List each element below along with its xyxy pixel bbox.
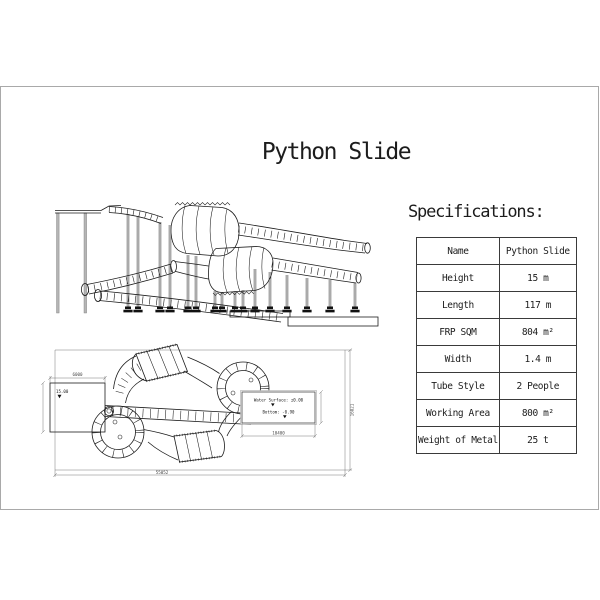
spec-label-cell: Name xyxy=(416,237,500,265)
spec-value-cell: 804 m² xyxy=(498,318,577,346)
side-elevation-drawing xyxy=(55,202,379,327)
pool-bottom-label: Bottom: -0.90 xyxy=(262,409,295,414)
table-row: FRP SQM 804 m² xyxy=(416,318,577,346)
table-row: Tube Style 2 People xyxy=(416,372,577,400)
spec-label-cell: Tube Style xyxy=(416,372,500,400)
spec-value-cell: 800 m² xyxy=(498,399,577,427)
slide-tube-top xyxy=(108,206,164,224)
spec-value-cell: 117 m xyxy=(498,291,577,319)
spec-label-cell: Width xyxy=(416,345,500,373)
specifications-heading: Specifications: xyxy=(408,202,545,222)
document-border-frame xyxy=(0,86,599,510)
splash-platform xyxy=(229,310,379,327)
overall-length-dimension: 55052 xyxy=(156,470,169,475)
barrel-section-upper xyxy=(170,202,240,257)
table-row: Height 15 m xyxy=(416,264,577,292)
table-row: Name Python Slide xyxy=(416,237,577,265)
slide-tube-right-upper xyxy=(237,222,371,254)
dimension-boundary: 55052 16821 xyxy=(41,348,355,477)
platform-elevation-label: 15.00 xyxy=(56,389,69,394)
spec-value-cell: 25 t xyxy=(498,426,577,454)
spec-label-cell: FRP SQM xyxy=(416,318,500,346)
plan-view-drawing: 55052 16821 6000 15.00 xyxy=(41,343,355,477)
specifications-table: Name Python Slide Height 15 m Length 117… xyxy=(416,237,577,454)
slide-tube-right-middle xyxy=(271,257,362,284)
entry-pool: 6000 15.00 xyxy=(48,372,107,433)
spec-label-cell: Working Area xyxy=(416,399,500,427)
straight-slide-lane xyxy=(104,405,252,425)
table-row: Weight of Metal 25 t xyxy=(416,426,577,454)
splash-pool-length-dimension: 10400 xyxy=(272,431,285,436)
spec-value-cell: Python Slide xyxy=(498,237,577,265)
entry-pool-width-dimension: 6000 xyxy=(72,372,83,377)
barrel-section-lower-plan xyxy=(143,429,225,464)
support-columns xyxy=(123,214,360,313)
splash-pool: Water Surface: ±0.00 Bottom: -0.90 10400 xyxy=(240,390,317,438)
barrel-section-upper-plan xyxy=(113,343,220,404)
table-row: Width 1.4 m xyxy=(416,345,577,373)
overall-width-dimension: 16821 xyxy=(350,403,355,416)
water-surface-label: Water Surface: ±0.00 xyxy=(254,398,304,403)
spec-value-cell: 15 m xyxy=(498,264,577,292)
slide-loop-left xyxy=(91,405,145,459)
slide-tube-middle xyxy=(81,263,174,296)
funnel-section-lower xyxy=(170,246,274,296)
table-row: Length 117 m xyxy=(416,291,577,319)
spec-label-cell: Height xyxy=(416,264,500,292)
spec-value-cell: 1.4 m xyxy=(498,345,577,373)
page-title: Python Slide xyxy=(261,139,412,165)
launch-tower xyxy=(55,205,122,314)
spec-value-cell: 2 People xyxy=(498,372,577,400)
table-row: Working Area 800 m² xyxy=(416,399,577,427)
spec-label-cell: Length xyxy=(416,291,500,319)
spec-label-cell: Weight of Metal xyxy=(416,426,500,454)
